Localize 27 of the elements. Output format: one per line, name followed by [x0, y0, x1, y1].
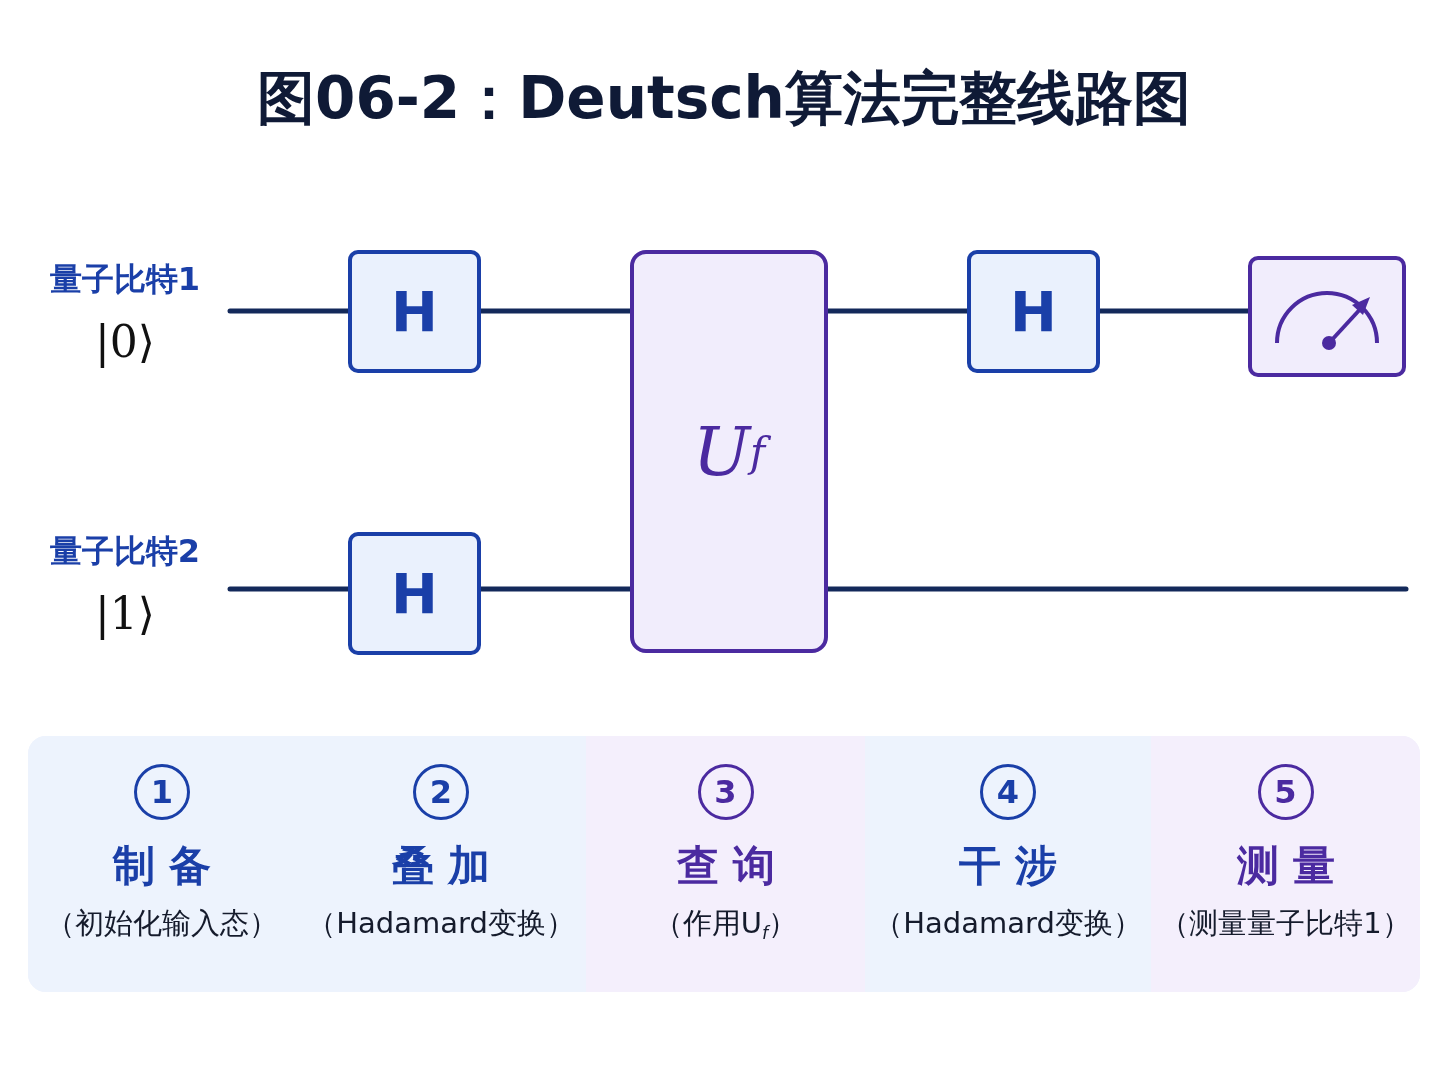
qubit-label: 量子比特2	[49, 531, 201, 572]
step-panel	[28, 736, 296, 992]
step-description: （初始化输入态）	[46, 905, 278, 942]
measurement-box	[1248, 256, 1406, 377]
step-number: 1	[134, 764, 190, 820]
step-description: （Hadamard变换）	[874, 905, 1142, 942]
qubit-label: 量子比特1	[49, 259, 201, 300]
step-heading: 查询	[675, 840, 789, 892]
hadamard-gate: H	[348, 532, 481, 655]
hadamard-gate: H	[348, 250, 481, 373]
step-heading: 干涉	[958, 840, 1071, 892]
step-panel	[1151, 736, 1420, 992]
hadamard-gate: H	[967, 250, 1100, 373]
step-heading: 测量	[1235, 840, 1349, 892]
step-heading: 制备	[111, 840, 225, 892]
step-number: 5	[1257, 764, 1314, 820]
step-number: 2	[413, 764, 469, 820]
ket-state: |1⟩	[95, 588, 155, 639]
ket-state: |0⟩	[95, 316, 155, 367]
step-panel	[586, 736, 865, 992]
diagram-title: 图06-2：Deutsch算法完整线路图	[256, 63, 1192, 134]
step-description: （测量量子比特1）	[1160, 905, 1411, 942]
step-heading: 叠加	[391, 840, 504, 892]
step-number: 4	[980, 764, 1036, 820]
step-number: 3	[697, 764, 754, 820]
step-description: （作用U$_{f}$）	[653, 905, 798, 944]
step-description: （Hadamard变换）	[307, 905, 575, 942]
